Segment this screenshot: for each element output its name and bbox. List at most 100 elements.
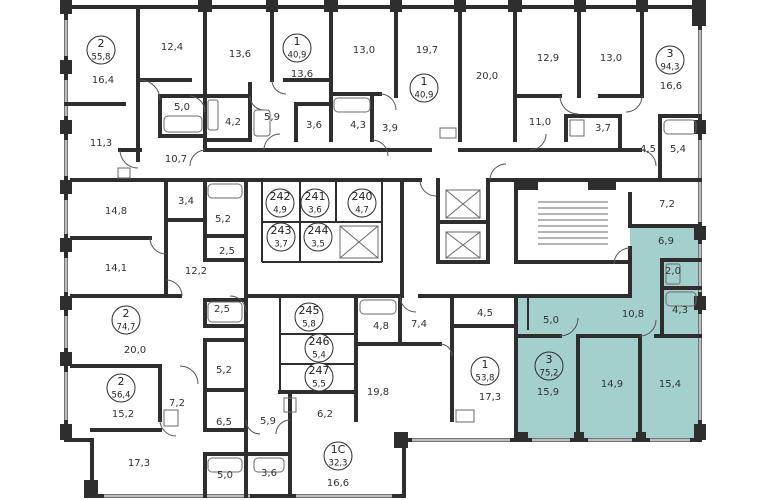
room-area: 7,4: [411, 319, 427, 330]
room-area: 6,5: [216, 417, 232, 428]
room-area: 5,0: [217, 470, 233, 481]
room-area: 3,6: [261, 468, 277, 479]
unit-badge[interactable]: 3 94,3: [655, 45, 685, 75]
room-area: 3,4: [178, 196, 194, 207]
room-area: 11,0: [529, 117, 551, 128]
unit-number: 1С: [331, 443, 346, 456]
room-area: 15,4: [659, 379, 681, 390]
unit-badges: 2 55,8 1 40,9 1 40,9 3 94,3 242 4,9 241 …: [86, 33, 685, 471]
unit-badge[interactable]: 1С 32,3: [323, 441, 353, 471]
unit-total-area: 3,7: [274, 240, 288, 250]
room-area: 12,9: [537, 53, 559, 64]
room-area: 20,0: [124, 345, 146, 356]
unit-badge[interactable]: 241 3,6: [300, 188, 330, 218]
unit-total-area: 75,2: [540, 369, 559, 379]
room-area: 16,4: [92, 75, 114, 86]
room-areas: 16,4 12,4 13,6 13,6 13,0 19,7 20,0 12,9 …: [90, 42, 688, 489]
room-area: 19,8: [367, 387, 389, 398]
door-swings: [119, 79, 657, 437]
unit-badge[interactable]: 244 3,5: [303, 222, 333, 252]
unit-total-area: 3,5: [311, 240, 325, 250]
room-area: 13,0: [353, 45, 375, 56]
room-area: 4,5: [477, 308, 493, 319]
unit-badge[interactable]: 1 53,8: [470, 356, 500, 386]
unit-number: 3: [667, 47, 674, 60]
bathroom-fixtures: [117, 97, 697, 473]
room-area: 5,4: [670, 144, 686, 155]
room-area: 4,3: [672, 305, 688, 316]
room-area: 2,5: [214, 304, 230, 315]
unit-number: 241: [305, 190, 326, 203]
unit-number: 2: [98, 37, 105, 50]
room-area: 14,8: [105, 206, 127, 217]
room-area: 13,6: [229, 49, 251, 60]
room-area: 7,2: [659, 199, 675, 210]
room-area: 4,2: [225, 117, 241, 128]
room-area: 11,3: [90, 138, 112, 149]
room-area: 6,9: [658, 236, 674, 247]
unit-total-area: 4,9: [273, 206, 287, 216]
unit-total-area: 94,3: [661, 63, 680, 73]
unit-number: 1: [482, 358, 489, 371]
unit-total-area: 53,8: [476, 374, 495, 384]
unit-number: 2: [123, 307, 130, 320]
unit-badge[interactable]: 2 74,7: [111, 305, 141, 335]
room-area: 15,9: [537, 387, 559, 398]
unit-total-area: 4,7: [355, 206, 369, 216]
unit-number: 247: [309, 364, 330, 377]
windows: [64, 20, 702, 498]
unit-total-area: 74,7: [117, 323, 136, 333]
unit-badge[interactable]: 243 3,7: [266, 222, 296, 252]
room-area: 5,2: [215, 214, 231, 225]
unit-total-area: 40,9: [415, 91, 434, 101]
unit-number: 242: [270, 190, 291, 203]
room-area: 17,3: [479, 392, 501, 403]
unit-badge[interactable]: 2 56,4: [106, 373, 136, 403]
unit-number: 1: [294, 35, 301, 48]
highlighted-apartment-fill: [516, 226, 700, 440]
room-area: 10,7: [165, 154, 187, 165]
room-area: 12,2: [185, 266, 207, 277]
unit-badge[interactable]: 1 40,9: [282, 33, 312, 63]
room-area: 3,9: [382, 123, 398, 134]
room-area: 6,2: [317, 409, 333, 420]
unit-badge[interactable]: 247 5,5: [304, 362, 334, 392]
unit-badge[interactable]: 240 4,7: [347, 188, 377, 218]
stair-and-elevators: [339, 182, 616, 259]
unit-total-area: 5,5: [312, 380, 326, 390]
room-area: 2,5: [219, 246, 235, 257]
unit-badge[interactable]: 246 5,4: [304, 333, 334, 363]
room-area: 14,1: [105, 263, 127, 274]
unit-total-area: 3,6: [308, 206, 322, 216]
room-area: 13,6: [291, 69, 313, 80]
room-area: 17,3: [128, 458, 150, 469]
unit-number: 3: [546, 353, 553, 366]
room-area: 13,0: [600, 53, 622, 64]
unit-badge[interactable]: 2 55,8: [86, 35, 116, 65]
room-area: 3,6: [306, 120, 322, 131]
interior-walls: [64, 5, 702, 498]
unit-number: 243: [271, 224, 292, 237]
room-area: 15,2: [112, 409, 134, 420]
unit-badge[interactable]: 1 40,9: [409, 73, 439, 103]
room-area: 12,4: [161, 42, 183, 53]
room-area: 16,6: [660, 81, 682, 92]
room-area: 19,7: [416, 45, 438, 56]
unit-badge-highlighted[interactable]: 3 75,2: [534, 351, 564, 381]
room-area: 7,2: [169, 398, 185, 409]
room-area: 4,5: [640, 144, 656, 155]
unit-number: 1: [421, 75, 428, 88]
unit-number: 2: [118, 375, 125, 388]
room-area: 4,8: [373, 321, 389, 332]
room-area: 5,0: [543, 315, 559, 326]
room-area: 14,9: [601, 379, 623, 390]
unit-total-area: 56,4: [112, 391, 131, 401]
unit-badge[interactable]: 242 4,9: [265, 188, 295, 218]
unit-total-area: 55,8: [92, 53, 111, 63]
unit-total-area: 5,4: [312, 351, 326, 361]
room-area: 5,9: [260, 416, 276, 427]
unit-number: 240: [352, 190, 373, 203]
room-area: 5,2: [216, 365, 232, 376]
unit-badge[interactable]: 245 5,8: [294, 302, 324, 332]
